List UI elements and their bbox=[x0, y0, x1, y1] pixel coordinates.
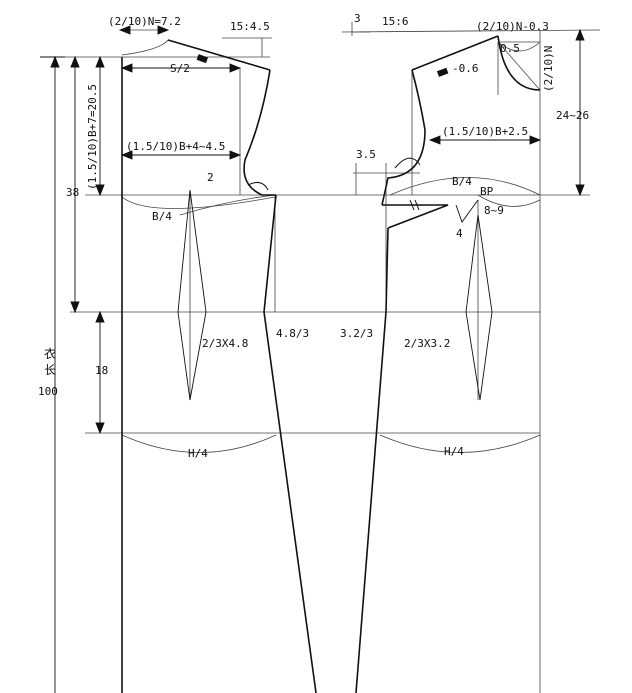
back-shoulder-marker bbox=[196, 54, 209, 64]
label-back-hip: H/4 bbox=[188, 447, 208, 460]
label-half-shoulder: S/2 bbox=[170, 62, 190, 75]
label-waist-length: 38 bbox=[66, 186, 79, 199]
label-neck-front-width: (2/10)N-0.3 bbox=[476, 20, 549, 33]
front-neck-arc-guide bbox=[497, 41, 541, 52]
front-neck-diagonal bbox=[497, 41, 541, 91]
pattern-outlines bbox=[121, 35, 541, 693]
label-front-neck-height: 24~26 bbox=[556, 109, 589, 122]
back-waist-dart bbox=[177, 189, 207, 401]
front-armhole bbox=[381, 69, 426, 206]
label-back-side-waist: 4.8/3 bbox=[276, 327, 309, 340]
label-side-offset: 3.5 bbox=[356, 148, 376, 161]
back-corner-arc bbox=[247, 181, 269, 191]
label-neck-front-depth: (2/10)N bbox=[542, 46, 555, 92]
label-shoulder-back-slope: 15:4.5 bbox=[230, 20, 270, 33]
label-front-side-waist: 3.2/3 bbox=[340, 327, 373, 340]
text-labels: (2/10)N=7.2 15:4.5 3 15:6 (2/10)N-0.3 0.… bbox=[38, 12, 589, 460]
label-front-width: (1.5/10)B+2.5 bbox=[442, 125, 528, 138]
label-bust-point: BP bbox=[480, 185, 494, 198]
label-shoulder-front-slope: 15:6 bbox=[382, 15, 409, 28]
dimension-lines bbox=[40, 25, 585, 693]
label-garment-length-char2: 长 bbox=[44, 363, 56, 377]
label-back-dart-width: 2/3X4.8 bbox=[202, 337, 248, 350]
label-hip-depth: 18 bbox=[95, 364, 108, 377]
label-front-dart-offset: 4 bbox=[456, 227, 463, 240]
label-back-width: (1.5/10)B+4~4.5 bbox=[126, 140, 225, 153]
front-shoulder-line bbox=[411, 35, 499, 71]
label-shoulder-length-adjust: -0.6 bbox=[452, 62, 479, 75]
bp-arc bbox=[477, 194, 541, 207]
back-side-seam bbox=[263, 194, 317, 693]
front-shoulder-marker bbox=[436, 67, 449, 77]
front-side-dart bbox=[382, 204, 449, 229]
notch-mark-1 bbox=[409, 199, 415, 211]
front-neckline bbox=[497, 35, 541, 91]
label-front-hip: H/4 bbox=[444, 445, 464, 458]
back-armhole-arc bbox=[179, 194, 277, 216]
front-side-seam bbox=[355, 227, 389, 693]
front-bust-arc bbox=[389, 177, 541, 196]
top-line-front bbox=[341, 29, 601, 33]
back-neck-arc bbox=[121, 39, 169, 56]
label-shoulder-drop-front: 3 bbox=[354, 12, 361, 25]
label-garment-length: 100 bbox=[38, 385, 58, 398]
label-neck-front-gap: 0.5 bbox=[500, 42, 520, 55]
notch-mark-2 bbox=[414, 199, 420, 211]
label-front-bust: B/4 bbox=[452, 175, 472, 188]
label-back-dart-top: 2 bbox=[207, 171, 214, 184]
back-shoulder-line bbox=[167, 39, 271, 71]
back-armhole bbox=[243, 69, 276, 196]
construction-guides bbox=[40, 22, 601, 693]
back-bust-arc bbox=[121, 196, 276, 209]
label-garment-length-char1: 衣 bbox=[44, 346, 56, 361]
back-hip-arc bbox=[121, 434, 277, 453]
label-back-bust: B/4 bbox=[152, 210, 172, 223]
label-front-dart-width: 2/3X3.2 bbox=[404, 337, 450, 350]
label-neck-back-width: (2/10)N=7.2 bbox=[108, 15, 181, 28]
label-armhole-depth: (1.5/10)B+7=20.5 bbox=[86, 84, 99, 190]
bust-dart-wedge bbox=[455, 199, 479, 223]
front-hip-arc bbox=[379, 434, 541, 453]
label-bp-range: 8~9 bbox=[484, 204, 504, 217]
annotation-marks bbox=[196, 54, 449, 211]
front-corner-arc bbox=[394, 157, 421, 169]
front-waist-dart bbox=[465, 214, 493, 401]
